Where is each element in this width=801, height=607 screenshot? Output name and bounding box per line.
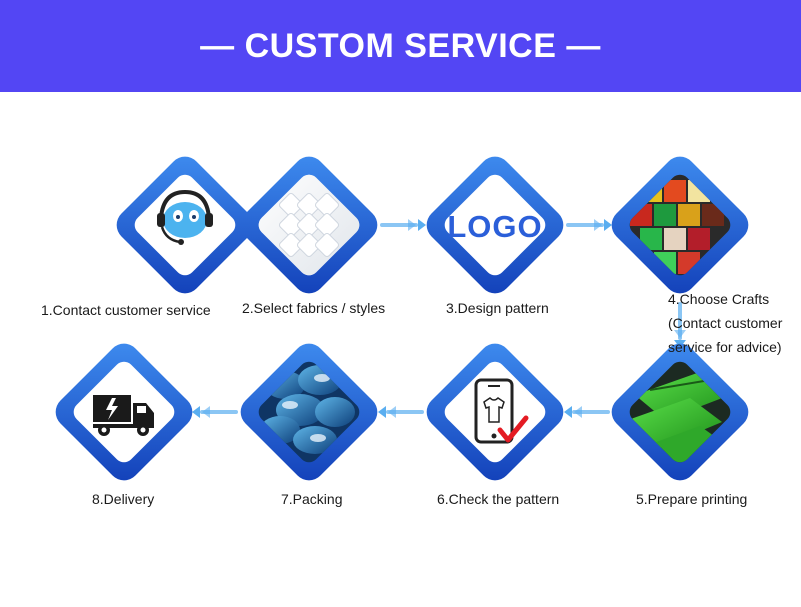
step-7-diamond [240, 343, 378, 481]
phone-tshirt-check-icon [474, 378, 529, 444]
step-4-diamond [611, 156, 749, 294]
step-2-diamond [240, 156, 378, 294]
arrow-right-2 [380, 219, 426, 231]
printing-table-icon [625, 357, 735, 467]
headset-robot-icon [157, 189, 213, 245]
arrow-left-3 [192, 406, 238, 418]
step-3-label: 3.Design pattern [446, 300, 549, 316]
step-2-label: 2.Select fabrics / styles [242, 300, 386, 316]
step-5-label: 5.Prepare printing [636, 491, 748, 507]
logo-text-icon: LOGO [447, 209, 542, 244]
arrow-left-1 [564, 406, 610, 418]
step-1-diamond [116, 156, 254, 294]
step-6-label: 6.Check the pattern [437, 491, 560, 507]
crafts-collage-icon [625, 170, 735, 280]
step-3-diamond: LOGO [426, 156, 564, 294]
step-5-diamond [611, 343, 749, 481]
packing-bags-icon [254, 357, 364, 467]
page-title: — CUSTOM SERVICE — [200, 26, 601, 65]
arrow-left-2 [378, 406, 424, 418]
fabric-swatch-icon [255, 170, 364, 280]
step-1-label: 1.Contact customer service [41, 302, 211, 318]
step-4-label: 4.Choose Crafts (Contact customer servic… [668, 287, 782, 359]
delivery-truck-icon [93, 395, 154, 436]
step-8-diamond [55, 343, 193, 481]
step-4-label-line-2: (Contact customer [668, 315, 783, 331]
step-8-label: 8.Delivery [92, 491, 155, 507]
step-6-diamond [426, 343, 564, 481]
step-4-label-line-3: service for advice) [668, 339, 782, 355]
step-7-label: 7.Packing [281, 491, 343, 507]
arrow-right-3 [566, 219, 612, 231]
step-4-label-line-1: 4.Choose Crafts [668, 291, 770, 307]
header-banner: — CUSTOM SERVICE — [0, 0, 801, 92]
